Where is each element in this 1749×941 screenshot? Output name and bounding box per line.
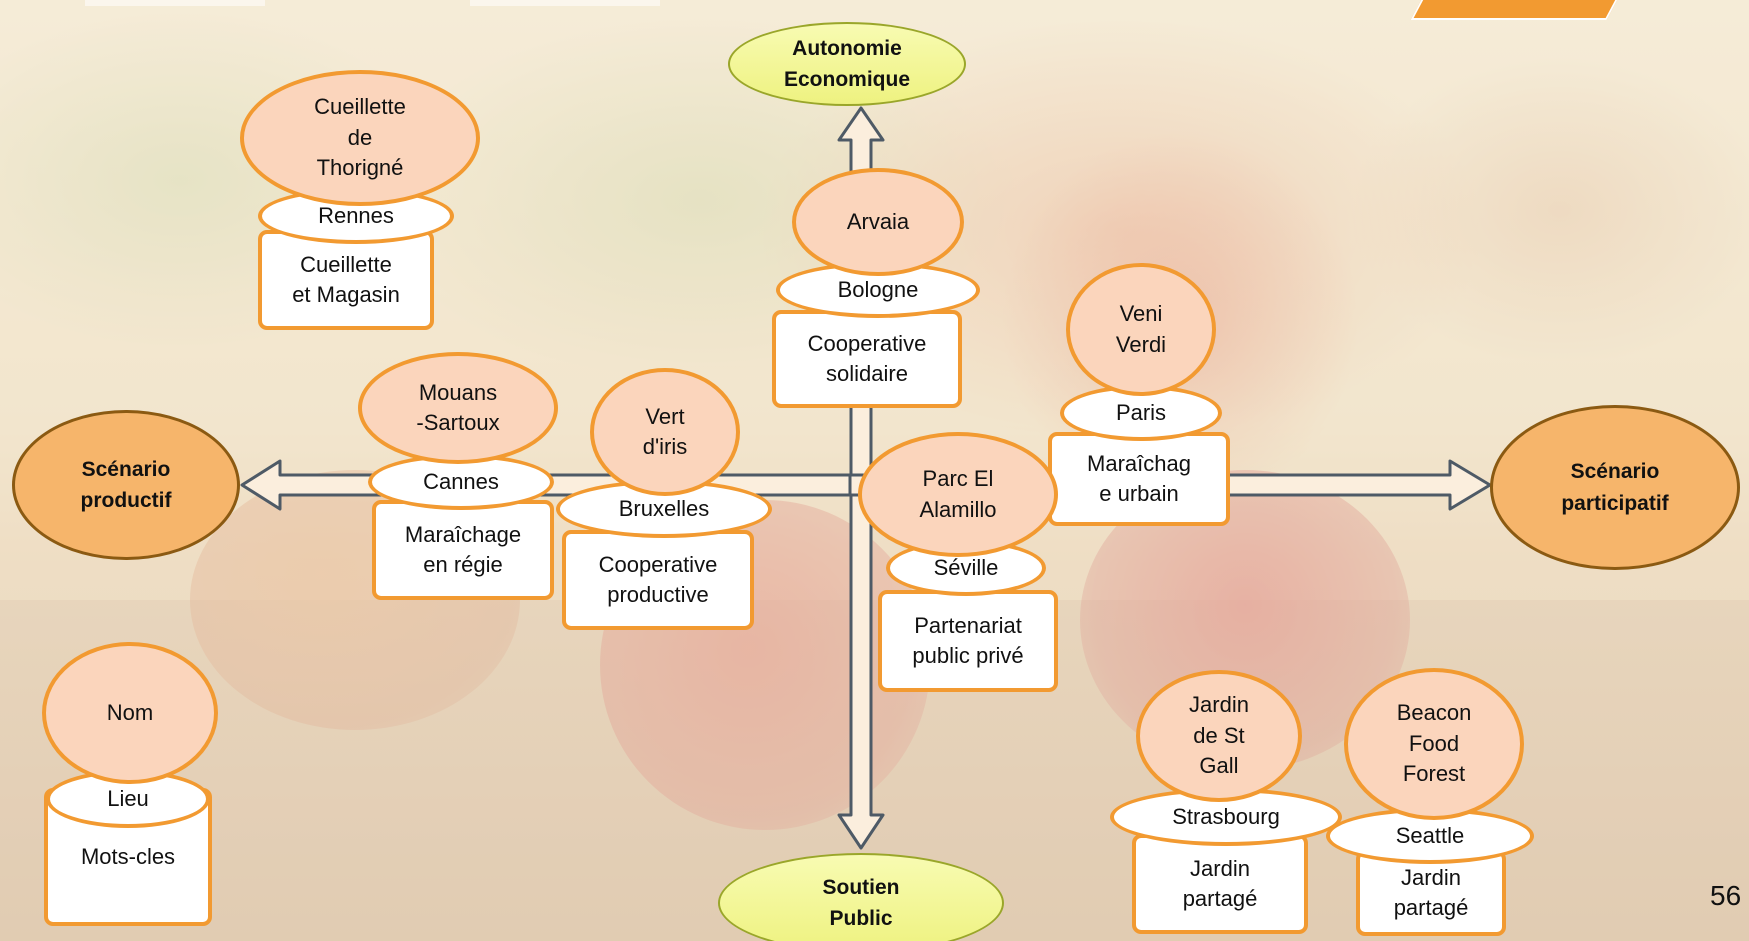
scenario-participative-label: Scénario participatif [1561,460,1669,515]
project-place-text: Strasbourg [1172,804,1280,829]
project-keywords: Jardin partagé [1132,834,1308,934]
project-keywords: Maraîchag e urbain [1048,432,1230,526]
project-keywords-text: Maraîchage en régie [404,521,522,577]
scenario-productive: Scénario productif [12,410,240,560]
project-keywords-text: Partenariat public privé [912,612,1024,668]
project-name-text: Vert d'iris [642,403,688,459]
project-place-text: Seattle [1395,823,1465,848]
legend-keywords-text: Mots-cles [80,843,176,869]
legend-name: Nom [42,642,218,784]
project-keywords: Cooperative productive [562,530,754,630]
project-place-text: Paris [1115,400,1167,425]
project-keywords-text: Jardin partagé [1393,864,1469,920]
project-name: Parc El Alamillo [858,432,1058,557]
corner-decoration-left [85,0,265,6]
project-name-text: Beacon Food Forest [1396,700,1472,787]
scenario-participative: Scénario participatif [1490,405,1740,570]
project-name: Jardin de St Gall [1136,670,1302,802]
project-name-text: Parc El Alamillo [919,466,997,522]
project-name: Cueillette de Thorigné [240,70,480,206]
project-place-text: Cannes [423,469,499,494]
project-name-text: Veni Verdi [1115,301,1167,357]
project-name: Beacon Food Forest [1344,668,1524,820]
axis-pole-top: Autonomie Economique [728,22,966,106]
project-keywords-text: Cooperative solidaire [807,330,927,386]
project-keywords: Partenariat public privé [878,590,1058,692]
project-place-text: Bologne [837,277,919,302]
project-keywords-text: Maraîchag e urbain [1087,450,1191,506]
project-place-text: Bruxelles [618,496,710,521]
page-number: 56 [1710,880,1742,911]
project-keywords-text: Jardin partagé [1182,855,1258,911]
arrow-left [240,459,872,511]
axis-label-top: Autonomie Economique [783,36,910,92]
scenario-productive-label: Scénario productif [80,457,172,513]
axis-pole-bottom: Soutien Public [718,853,1004,941]
project-name: Mouans -Sartoux [358,352,558,464]
project-keywords-text: Cooperative productive [598,551,718,607]
project-keywords: Maraîchage en régie [372,500,554,600]
project-keywords-text: Cueillette et Magasin [292,251,400,307]
legend-place-text: Lieu [107,786,149,811]
corner-decoration-mid [470,0,660,6]
project-name-text: Arvaia [846,208,910,234]
project-name-text: Jardin de St Gall [1189,692,1249,779]
project-place-text: Séville [933,555,999,580]
project-place-text: Rennes [318,203,394,228]
legend-name-text: Nom [106,699,154,725]
project-name: Vert d'iris [590,368,740,496]
axis-label-bottom: Soutien Public [822,875,900,931]
project-name-text: Cueillette de Thorigné [314,94,406,181]
project-keywords: Cueillette et Magasin [258,230,434,330]
project-name: Veni Verdi [1066,263,1216,396]
project-name-text: Mouans -Sartoux [416,379,500,435]
project-keywords: Cooperative solidaire [772,310,962,408]
project-name: Arvaia [792,168,964,276]
